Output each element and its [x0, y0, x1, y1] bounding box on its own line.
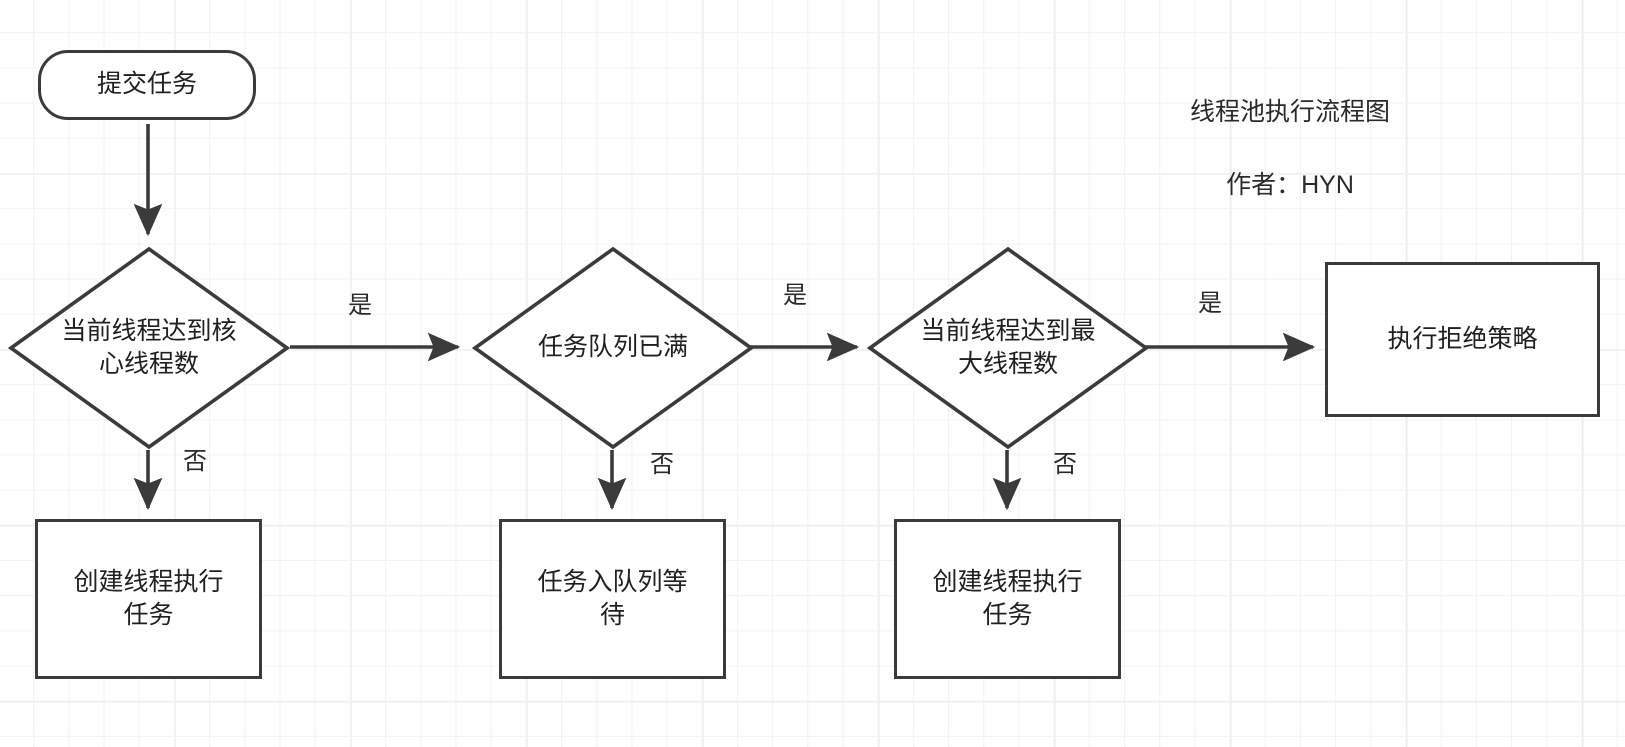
- edge-label-yes-queue: 是: [783, 282, 807, 309]
- diagram-title-line2: 作者：HYN: [1226, 170, 1354, 199]
- node-decision-core-threads-label: 当前线程达到核 心线程数: [61, 316, 237, 379]
- node-create-thread-max-label: 创建线程执行 任务: [932, 567, 1083, 630]
- node-decision-max-threads-label: 当前线程达到最 大线程数: [920, 316, 1096, 379]
- diagram-title: 线程池执行流程图 作者：HYN: [1060, 58, 1520, 239]
- node-enqueue-wait[interactable]: 任务入队列等 待: [499, 519, 726, 679]
- edge-label-yes-max: 是: [1198, 290, 1222, 317]
- edge-label-no-queue: 否: [650, 451, 674, 478]
- node-reject-policy[interactable]: 执行拒绝策略: [1325, 262, 1600, 417]
- diamond-shape: [472, 246, 754, 450]
- node-decision-max-threads[interactable]: 当前线程达到最 大线程数: [867, 246, 1149, 450]
- diagram-title-line1: 线程池执行流程图: [1189, 98, 1390, 127]
- node-submit-task-label: 提交任务: [96, 70, 197, 99]
- edge-label-no-core: 否: [183, 448, 207, 475]
- diamond-shape: [8, 246, 290, 450]
- node-decision-queue-full-label: 任务队列已满: [537, 333, 688, 362]
- node-create-thread-core-label: 创建线程执行 任务: [73, 567, 224, 630]
- edge-label-yes-core: 是: [348, 292, 372, 319]
- diamond-shape: [867, 246, 1149, 450]
- node-submit-task[interactable]: 提交任务: [38, 50, 256, 120]
- node-create-thread-core[interactable]: 创建线程执行 任务: [35, 519, 262, 679]
- node-decision-core-threads[interactable]: 当前线程达到核 心线程数: [8, 246, 290, 450]
- node-decision-queue-full[interactable]: 任务队列已满: [472, 246, 754, 450]
- node-enqueue-wait-label: 任务入队列等 待: [537, 567, 688, 630]
- edge-label-no-max: 否: [1053, 451, 1077, 478]
- node-reject-policy-label: 执行拒绝策略: [1387, 324, 1538, 353]
- node-create-thread-max[interactable]: 创建线程执行 任务: [894, 519, 1121, 679]
